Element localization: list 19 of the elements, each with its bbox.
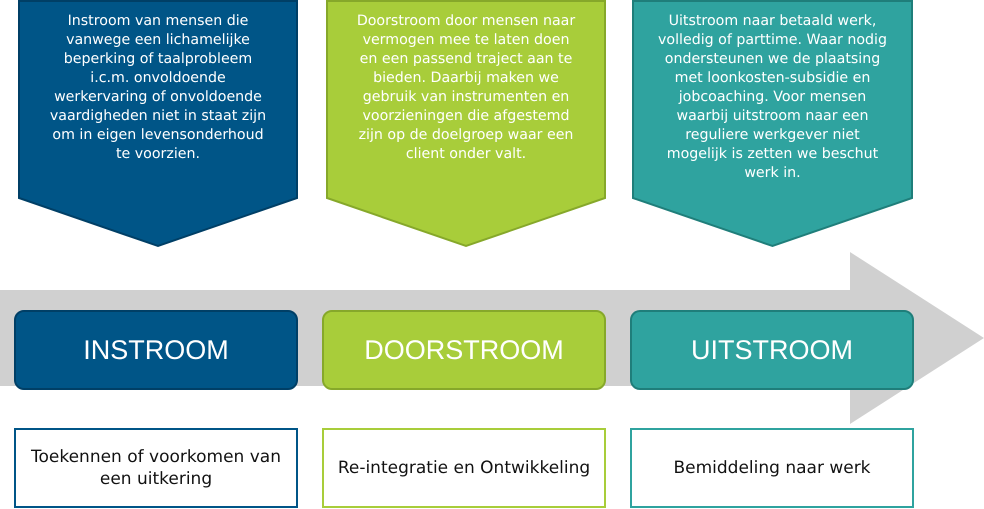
chevron-shape bbox=[18, 0, 298, 248]
outcome-text: Bemiddeling naar werk bbox=[673, 457, 871, 479]
outcome-box bbox=[322, 428, 606, 508]
phase-title: UITSTROOM bbox=[691, 334, 853, 366]
outcome-text: Toekennen of voorkomen van een uitkering bbox=[30, 446, 282, 490]
outcome-text: Re-integratie en Ontwikkeling bbox=[338, 457, 590, 479]
phase-title: INSTROOM bbox=[83, 334, 229, 366]
phase-box bbox=[322, 310, 606, 390]
phase-box bbox=[14, 310, 298, 390]
phase-box bbox=[630, 310, 914, 390]
description-text: Doorstroom door mensen naar vermogen mee te laten doen en een passend traject aan te bieden. Daarbij maken we gebruik van instrumenten en voorzieningen die afgestemd zijn op de doelgroep waar een client onder valt. bbox=[356, 12, 576, 164]
chevron-shape bbox=[632, 0, 913, 248]
process-arrow bbox=[0, 252, 984, 424]
description-text: Uitstroom naar betaald werk, volledig of parttime. Waar nodig ondersteunen we de plaatsing met loonkosten-subsidie en jobcoaching. Voor mensen waarbij uitstroom naar een reguliere werkgever niet mogelijk is zetten we beschut werk in. bbox=[658, 12, 887, 183]
description-text: Instroom van mensen die vanwege een lichamelijke beperking of taalprobleem i.c.m. onvoldoende werkervaring of onvoldoende vaardigheden niet in staat zijn om in eigen levensonderhoud te voorzien. bbox=[48, 12, 268, 164]
phase-title: DOORSTROOM bbox=[364, 334, 564, 366]
outcome-box bbox=[630, 428, 914, 508]
chevron-shape bbox=[326, 0, 606, 248]
outcome-box bbox=[14, 428, 298, 508]
